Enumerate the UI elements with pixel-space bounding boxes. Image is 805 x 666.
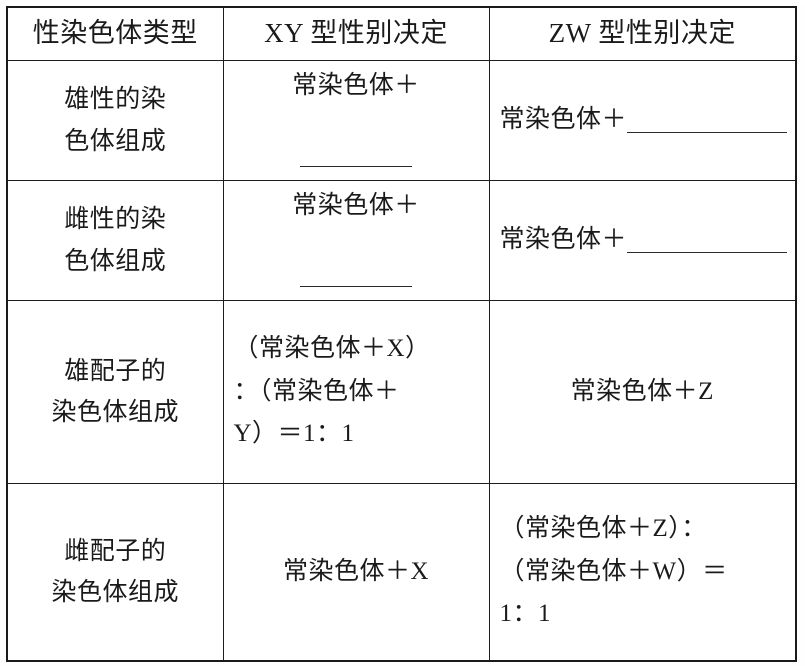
zw-female-somatic-prefix: 常染色体＋ [499, 226, 628, 254]
zw-male-somatic-prefix: 常染色体＋ [499, 106, 628, 134]
xy-male-gamete-line-1: （常染色体＋X） [233, 335, 431, 363]
zw-male-gamete-line-1: 常染色体＋Z [570, 377, 714, 405]
xy-male-gamete-line-3: Y）＝1：1 [233, 420, 355, 448]
sex-chromosome-table: 性染色体类型 XY 型性别决定 ZW 型性别决定 [6, 6, 797, 662]
xy-male-somatic-answer-row [234, 134, 479, 177]
cell-zw-female-somatic: 常染色体＋ [488, 180, 797, 301]
cell-xy-male-somatic: 常染色体＋ [222, 60, 490, 181]
header-label-chromosome-type: 性染色体类型 [32, 18, 198, 49]
row-label-line-1: 雄性的染 [64, 86, 167, 114]
cell-xy-male-gamete: （常染色体＋X） ：（常染色体＋ Y）＝1：1 [222, 300, 490, 484]
header-cell-zw: ZW 型性别决定 [488, 6, 797, 61]
xy-female-gamete-line-1: 常染色体＋X [282, 557, 430, 585]
header-label-xy-system: XY 型性别决定 [264, 18, 448, 49]
xy-female-somatic-answer-row [234, 254, 479, 297]
table-row: 雌性的染 色体组成 常染色体＋ 常染色体＋ [6, 180, 797, 301]
worksheet-page: 性染色体类型 XY 型性别决定 ZW 型性别决定 [0, 6, 805, 666]
row-label-male-somatic: 雄性的染 色体组成 [6, 60, 224, 181]
row-label-line-1: 雌配子的 [64, 537, 167, 565]
xy-male-gamete-line-2: ：（常染色体＋ [233, 377, 400, 405]
zw-female-gamete-line-2: （常染色体＋W）＝ [499, 557, 728, 585]
row-label-line-2: 色体组成 [64, 127, 167, 155]
cell-zw-female-gamete: （常染色体＋Z）： （常染色体＋W）＝ 1：1 [488, 483, 797, 662]
xy-female-somatic-text: 常染色体＋ [292, 192, 420, 219]
cell-xy-female-somatic: 常染色体＋ [222, 180, 490, 301]
row-label-female-somatic: 雌性的染 色体组成 [6, 180, 224, 301]
header-cell-type: 性染色体类型 [6, 6, 224, 61]
cell-zw-male-somatic: 常染色体＋ [488, 60, 797, 181]
cell-zw-male-gamete: 常染色体＋Z [488, 300, 797, 484]
zw-male-somatic-row: 常染色体＋ [499, 99, 788, 142]
row-label-male-gamete: 雄配子的 染色体组成 [6, 300, 224, 484]
row-label-line-2: 染色体组成 [51, 579, 179, 606]
answer-blank[interactable] [627, 106, 788, 133]
table-header-row: 性染色体类型 XY 型性别决定 ZW 型性别决定 [6, 6, 797, 61]
row-label-female-gamete: 雌配子的 染色体组成 [6, 483, 224, 662]
xy-male-somatic-text: 常染色体＋ [292, 72, 420, 99]
header-cell-xy: XY 型性别决定 [222, 6, 490, 61]
table-row: 雄配子的 染色体组成 （常染色体＋X） ：（常染色体＋ Y）＝1：1 常染色体＋… [6, 300, 797, 484]
row-label-line-1: 雌性的染 [64, 206, 167, 234]
row-label-line-2: 染色体组成 [51, 399, 179, 426]
zw-female-gamete-line-1: （常染色体＋Z）： [499, 515, 707, 543]
zw-female-somatic-row: 常染色体＋ [499, 219, 788, 262]
header-label-zw-system: ZW 型性别决定 [548, 18, 736, 49]
answer-blank[interactable] [300, 260, 412, 287]
cell-xy-female-gamete: 常染色体＋X [222, 483, 490, 662]
row-label-line-2: 色体组成 [64, 247, 167, 275]
table-row: 雄性的染 色体组成 常染色体＋ 常染色体＋ [6, 60, 797, 181]
row-label-line-1: 雄配子的 [64, 357, 167, 385]
zw-female-gamete-line-3: 1：1 [499, 600, 552, 628]
answer-blank[interactable] [627, 226, 788, 253]
table-row: 雌配子的 染色体组成 常染色体＋X （常染色体＋Z）： （常染色体＋W）＝ 1：… [6, 483, 797, 662]
answer-blank[interactable] [300, 140, 412, 167]
